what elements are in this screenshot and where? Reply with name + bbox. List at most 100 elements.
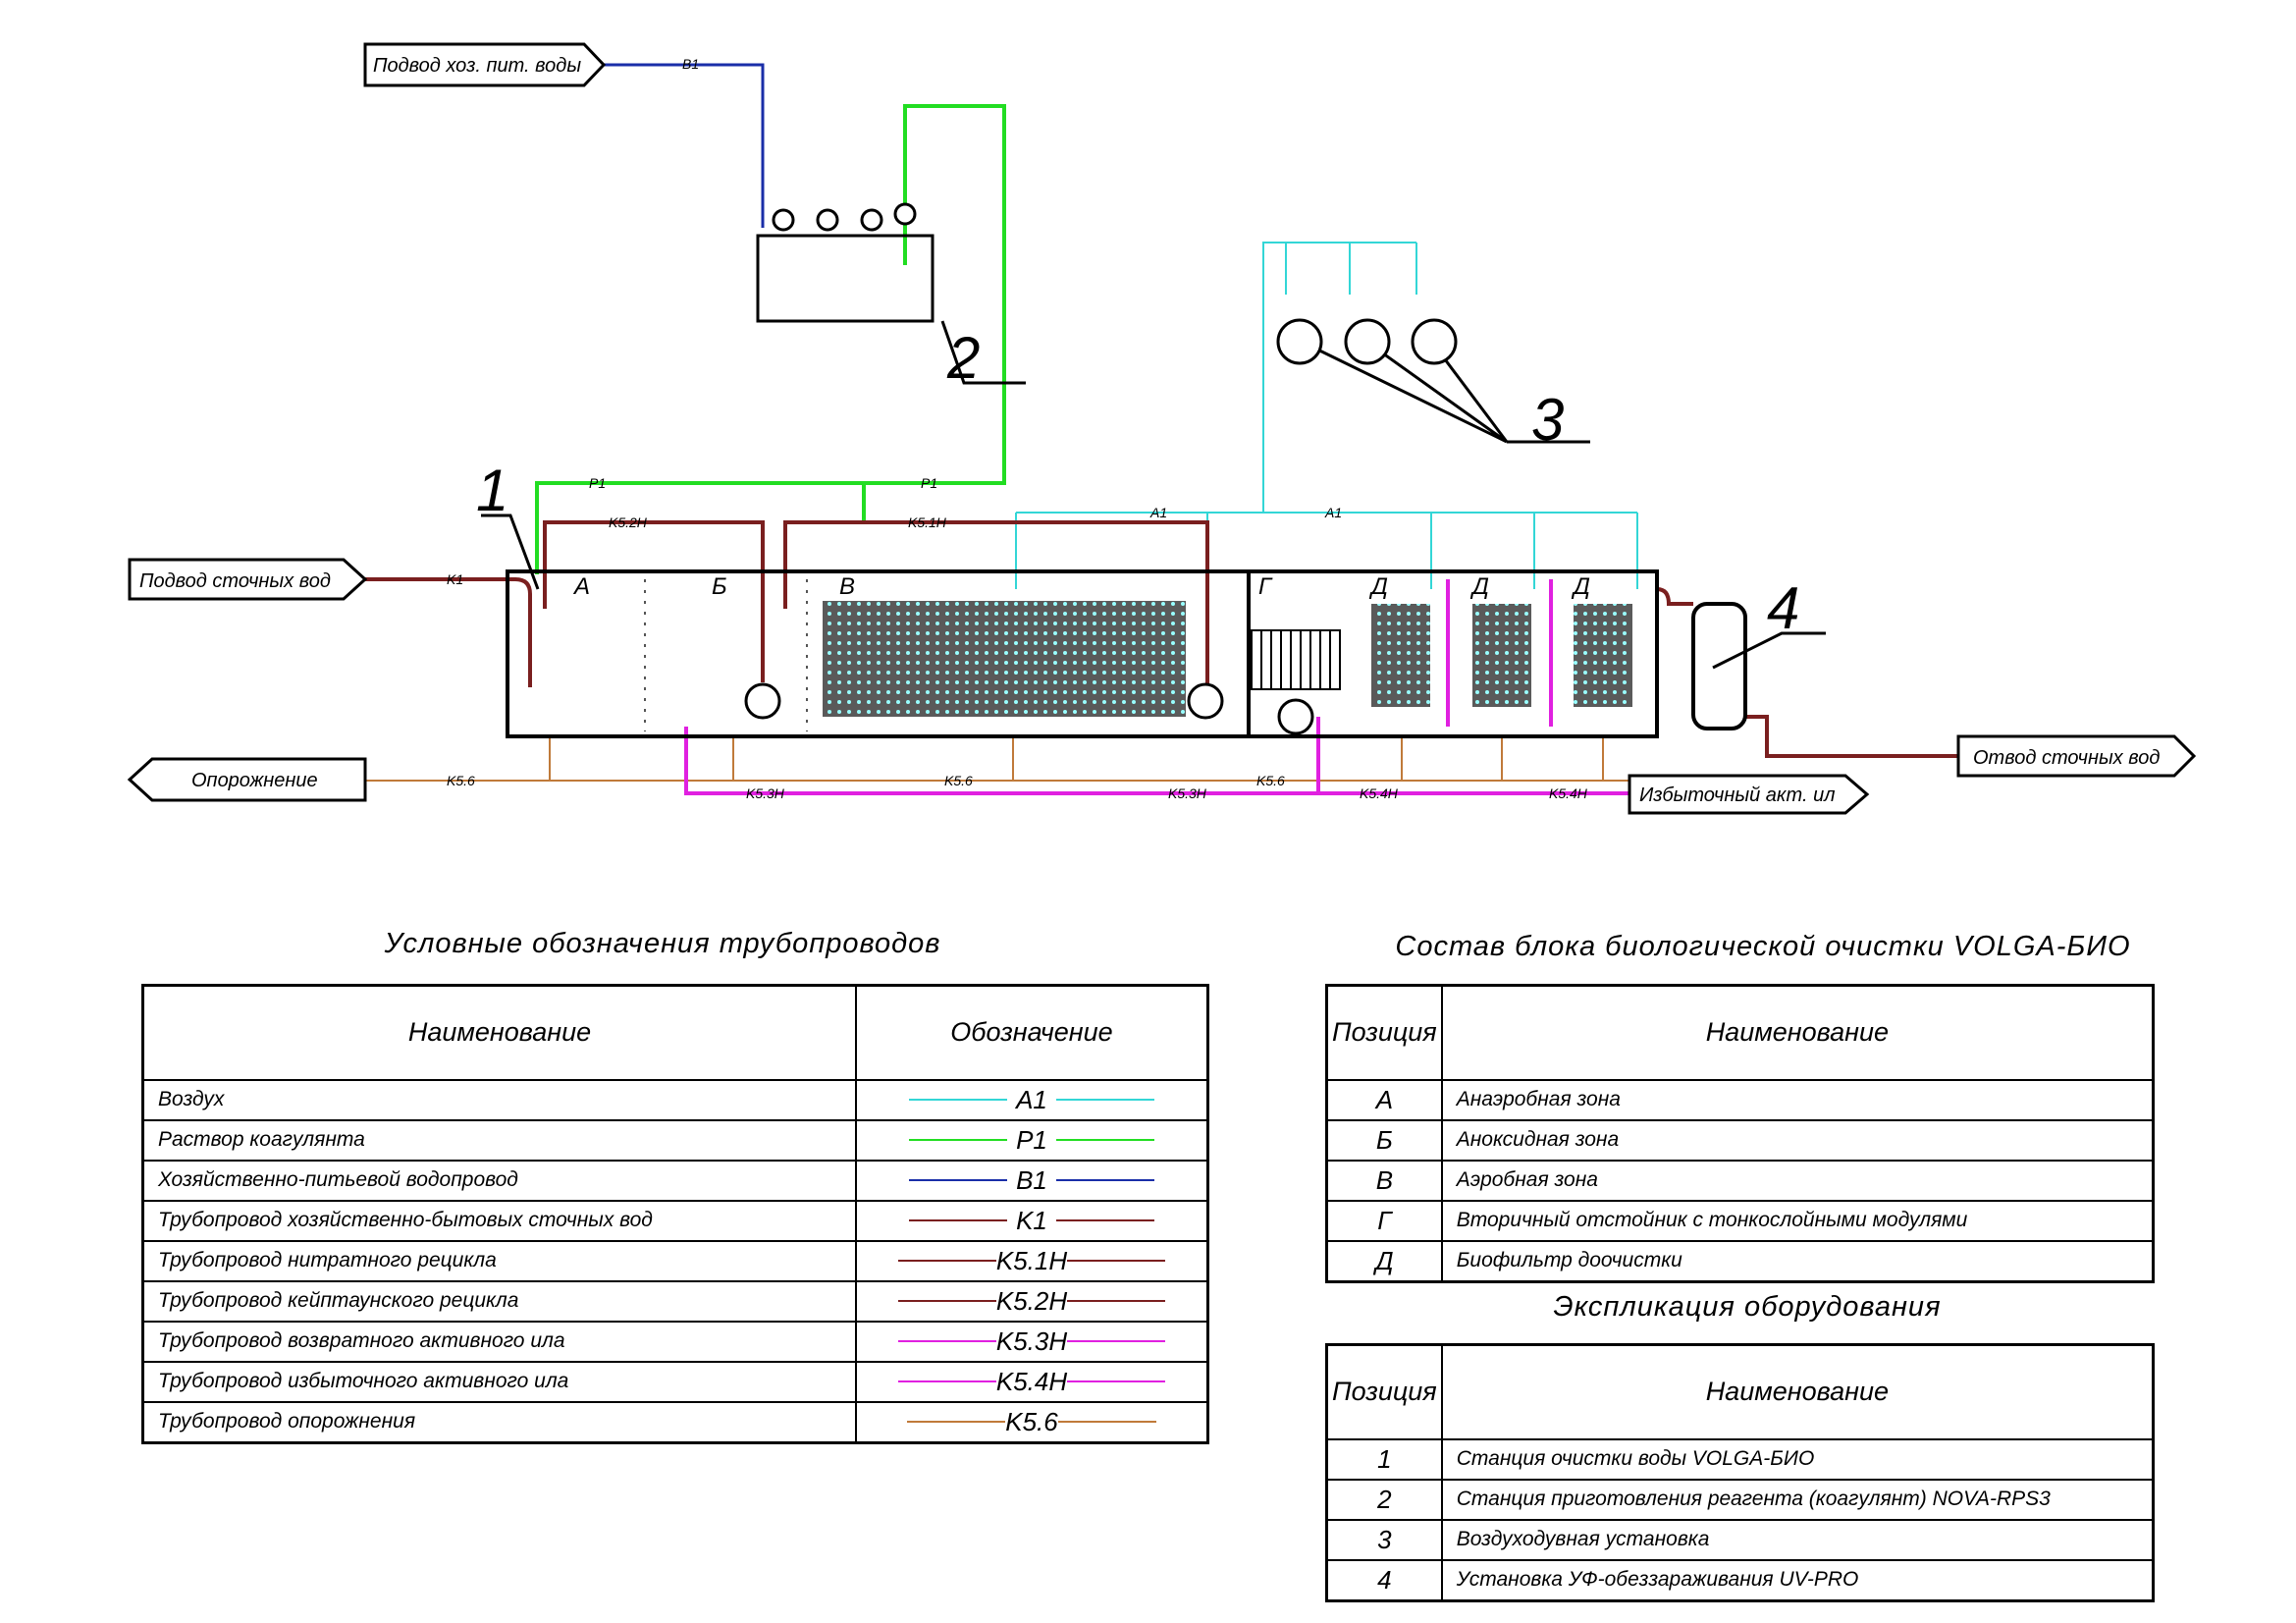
aeration-media	[823, 601, 1186, 717]
position: 2	[1325, 1478, 1443, 1521]
pipe-name: Воздух	[141, 1078, 857, 1121]
pump-icon	[744, 682, 781, 720]
blower-icon	[1411, 318, 1458, 365]
potable-water-label: Подвод хоз. пит. воды	[373, 55, 581, 77]
pipe-line-sample	[1067, 1340, 1166, 1342]
pipe-label-k56: K5.6	[447, 773, 475, 788]
legend-row: Раствор коагулянта P1	[141, 1118, 1209, 1162]
pipe-k56	[365, 736, 1629, 782]
item-name: Биофильтр доочистки	[1440, 1239, 2155, 1282]
position: 4	[1325, 1558, 1443, 1601]
wastewater-out-label: Отвод сточных вод	[1973, 747, 2160, 769]
pipe-code: K1	[1016, 1205, 1047, 1235]
pipe-label-k54: K5.4H	[1549, 785, 1588, 801]
zone-label-d: Д	[1368, 573, 1388, 600]
callout-4: 4	[1767, 575, 1799, 641]
excess-sludge-label: Избыточный акт. ил	[1639, 784, 1836, 806]
mixer-motor-icon	[772, 208, 795, 232]
pipe-line-sample	[909, 1179, 1007, 1181]
zone-label-d: Д	[1571, 573, 1590, 600]
pipe-code: K5.1H	[995, 1245, 1068, 1275]
pipe-name: Хозяйственно-питьевой водопровод	[141, 1159, 857, 1202]
pipe-line-sample	[897, 1340, 996, 1342]
legend-row: Трубопровод избыточного активного ила K5…	[141, 1360, 1209, 1403]
pipe-symbol: A1	[855, 1078, 1209, 1121]
item-name: Аноксидная зона	[1440, 1118, 2155, 1162]
pipe-name: Раствор коагулянта	[141, 1118, 857, 1162]
drain-label: Опорожнение	[191, 770, 318, 791]
equip-header-pos: Позиция	[1325, 1343, 1443, 1440]
item-name: Анаэробная зона	[1440, 1078, 2155, 1121]
pipe-label-k53: K5.3H	[746, 785, 785, 801]
pipe-label-k54: K5.4H	[1360, 785, 1399, 801]
pipe-line-sample	[907, 1421, 1006, 1423]
zone-label-d: Д	[1469, 573, 1489, 600]
pipe-label-a1: A1	[1149, 505, 1167, 520]
position: Г	[1325, 1199, 1443, 1242]
wastewater-inlet-box	[128, 558, 368, 601]
pipe-line-sample	[1056, 1179, 1154, 1181]
pipe-line-sample	[909, 1219, 1007, 1221]
legend-row: Трубопровод хозяйственно-бытовых сточных…	[141, 1199, 1209, 1242]
item-name: Аэробная зона	[1440, 1159, 2155, 1202]
pipe-name: Трубопровод возвратного активного ила	[141, 1320, 857, 1363]
drain-box	[127, 757, 367, 802]
uv-unit	[1691, 602, 1747, 730]
legend-row: Хозяйственно-питьевой водопровод B1	[141, 1159, 1209, 1202]
pipe-label-k52: K5.2H	[609, 514, 648, 530]
comp-header-pos: Позиция	[1325, 984, 1443, 1081]
comp-header-name: Наименование	[1440, 984, 2155, 1081]
pipe-code: K5.4H	[995, 1366, 1068, 1396]
pipe-line-sample	[1056, 1139, 1154, 1141]
potable-water-inlet-box	[363, 42, 607, 87]
dosing-pump-icon	[893, 202, 917, 226]
pipe-code: P1	[1016, 1124, 1047, 1155]
mixer-motor-icon	[816, 208, 839, 232]
pipe-code: K5.6	[1005, 1406, 1058, 1436]
item-name: Вторичный отстойник с тонкослойными моду…	[1440, 1199, 2155, 1242]
pipe-label-p1: P1	[589, 475, 606, 491]
pipe-symbol: K5.3H	[855, 1320, 1209, 1363]
pipe-code: A1	[1016, 1084, 1047, 1114]
pipe-label-k51: K5.1H	[908, 514, 947, 530]
pipe-line-sample	[1056, 1219, 1154, 1221]
pipe-symbol: K5.4H	[855, 1360, 1209, 1403]
reagent-tank	[756, 234, 934, 323]
biofilter-modules	[1371, 604, 1632, 707]
legend-row: Трубопровод возвратного активного ила K5…	[141, 1320, 1209, 1363]
pipe-label-p1: P1	[921, 475, 937, 491]
wastewater-outlet-box	[1956, 734, 2197, 778]
pipe-label-k56: K5.6	[944, 773, 973, 788]
legend-row: Воздух A1	[141, 1078, 1209, 1121]
pipe-k53-k54	[684, 579, 1629, 795]
pump-icon	[1277, 698, 1314, 735]
equip-header-name: Наименование	[1440, 1343, 2155, 1440]
pipe-k1	[365, 577, 532, 687]
pipe-line-sample	[909, 1139, 1007, 1141]
callout-1: 1	[476, 458, 508, 523]
legend-header-name: Наименование	[141, 984, 857, 1081]
pipe-line-sample	[909, 1099, 1007, 1101]
position: А	[1325, 1078, 1443, 1121]
pipe-k52	[543, 520, 765, 682]
item-name: Станция очистки воды VOLGA-БИО	[1440, 1437, 2155, 1481]
zone-label-g: Г	[1258, 573, 1273, 600]
position: В	[1325, 1159, 1443, 1202]
position: Д	[1325, 1239, 1443, 1282]
pipe-name: Трубопровод хозяйственно-бытовых сточных…	[141, 1199, 857, 1242]
pipe-line-sample	[897, 1380, 996, 1382]
item-name: Воздуходувная установка	[1440, 1518, 2155, 1561]
pipe-code: B1	[1016, 1164, 1047, 1195]
zone-label-b: Б	[712, 573, 727, 600]
legend-row: Трубопровод кейптаунского рецикла K5.2H	[141, 1279, 1209, 1323]
